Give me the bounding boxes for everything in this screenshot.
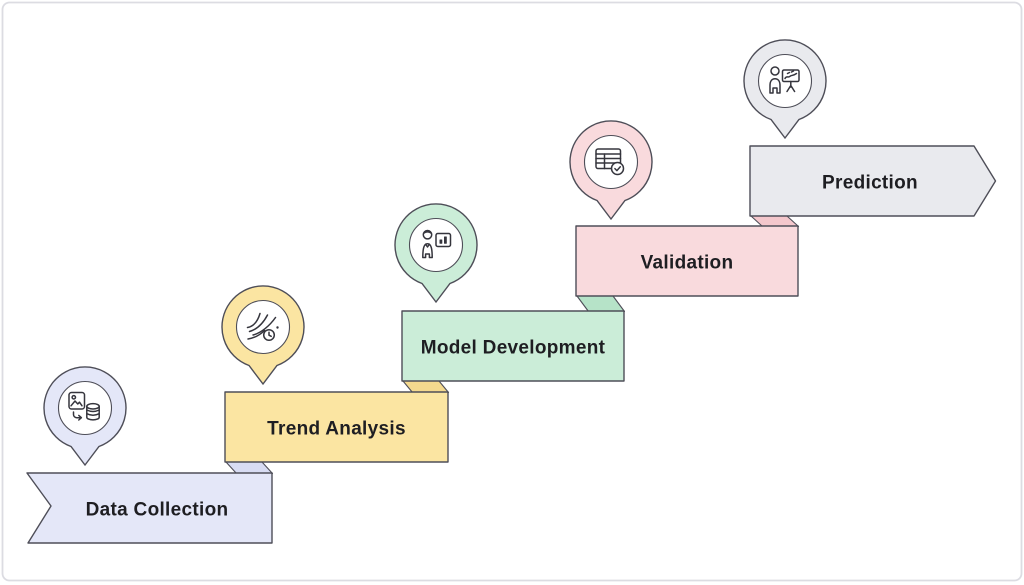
step-trend-analysis: Trend Analysis xyxy=(224,380,450,463)
table-check-icon xyxy=(595,148,625,176)
step-label: Model Development xyxy=(421,338,606,359)
step-banner-trend-analysis xyxy=(224,391,449,463)
image-to-database-icon xyxy=(68,391,100,421)
step-validation: Validation xyxy=(575,215,800,297)
person-presentation-icon xyxy=(769,66,800,94)
person-bar-chart-icon xyxy=(422,229,452,259)
step-banner-data-collection xyxy=(26,472,273,544)
step-prediction: Prediction xyxy=(749,145,997,217)
step-banner-validation xyxy=(575,225,799,297)
step-label: Prediction xyxy=(822,173,918,194)
step-data-collection: Data Collection xyxy=(26,461,274,544)
step-label: Data Collection xyxy=(86,500,229,521)
badge-icon-circle xyxy=(235,299,291,355)
badge-data-collection xyxy=(43,366,127,467)
badge-prediction xyxy=(743,39,827,140)
wind-clock-icon xyxy=(246,312,279,342)
ribbon-fold-2 xyxy=(402,380,450,394)
ribbon-fold-3 xyxy=(576,295,626,313)
badge-icon-circle xyxy=(583,134,639,190)
badge-model-development xyxy=(394,203,478,304)
step-label: Validation xyxy=(641,253,734,274)
badge-validation xyxy=(569,120,653,221)
step-model-development: Model Development xyxy=(401,295,626,382)
step-banner-model-development xyxy=(401,310,625,382)
step-label: Trend Analysis xyxy=(267,419,406,440)
ribbon-fold-4 xyxy=(750,215,800,228)
step-banner-prediction xyxy=(749,145,997,217)
ribbon-fold-1 xyxy=(225,461,274,475)
badge-trend-analysis xyxy=(221,285,305,386)
